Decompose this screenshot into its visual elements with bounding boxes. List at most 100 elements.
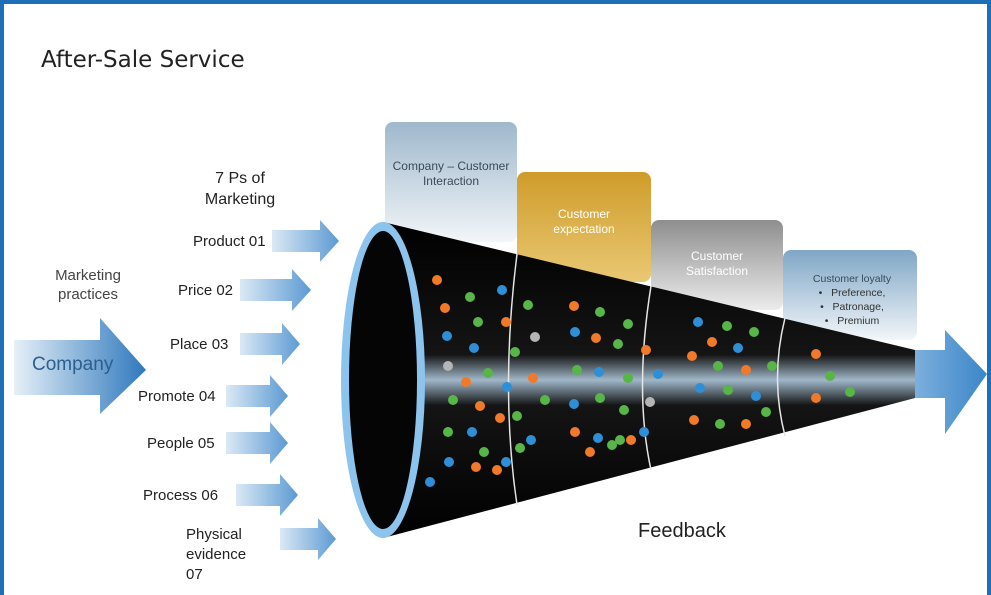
particle-dot <box>713 361 723 371</box>
particle-dot <box>528 373 538 383</box>
particle-dot <box>723 385 733 395</box>
stage-label-satisfaction: Customer Satisfaction <box>685 249 749 278</box>
p-process: Process 06 <box>143 487 219 504</box>
feedback-label: Feedback <box>638 520 726 542</box>
particle-dot <box>593 433 603 443</box>
particle-dot <box>733 343 743 353</box>
particle-dot <box>695 383 705 393</box>
stage-label-loyalty: Customer loyalty <box>812 273 892 285</box>
page-title: After-Sale Service <box>41 47 245 73</box>
particle-dot <box>526 435 536 445</box>
particle-dot <box>467 427 477 437</box>
company-arrow <box>14 318 146 414</box>
p-price: Price 02 <box>178 282 234 299</box>
arrow-icon <box>236 474 298 516</box>
particle-dot <box>443 361 453 371</box>
particle-dot <box>432 275 442 285</box>
arrow-icon <box>240 323 300 365</box>
particle-dot <box>483 368 493 378</box>
particle-dot <box>471 462 481 472</box>
particle-dot <box>465 292 475 302</box>
particle-dot <box>448 395 458 405</box>
loyalty-block: Customer loyalty • Preference, • Patrona… <box>800 272 904 328</box>
company-label: Company <box>32 354 114 375</box>
loyalty-point: • Patronage, <box>820 301 884 313</box>
particle-dot <box>469 343 479 353</box>
particle-dot <box>615 435 625 445</box>
arrow-icon <box>226 422 288 464</box>
particle-dot <box>645 397 655 407</box>
particle-dot <box>825 371 835 381</box>
particle-dot <box>687 351 697 361</box>
particle-dot <box>501 457 511 467</box>
particle-dot <box>523 300 533 310</box>
particle-dot <box>623 319 633 329</box>
particle-dot <box>761 407 771 417</box>
arrow-icon <box>226 375 288 417</box>
particle-dot <box>715 419 725 429</box>
particle-dot <box>540 395 550 405</box>
particle-dot <box>594 367 604 377</box>
particle-dot <box>707 337 717 347</box>
particle-dot <box>570 327 580 337</box>
particle-dot <box>613 339 623 349</box>
arrow-icon <box>272 220 339 262</box>
stage-tab-loyalty <box>783 250 917 340</box>
particle-dot <box>585 447 595 457</box>
particle-dot <box>473 317 483 327</box>
p-place: Place 03 <box>170 336 229 353</box>
particle-dot <box>845 387 855 397</box>
seven-ps-arrows <box>226 220 339 560</box>
particle-dot <box>722 321 732 331</box>
particle-dot <box>569 301 579 311</box>
particle-dots <box>425 275 855 487</box>
particle-dot <box>495 413 505 423</box>
particle-dot <box>492 465 502 475</box>
particle-dot <box>811 349 821 359</box>
loyalty-point: • Preference, <box>818 287 886 299</box>
particle-dot <box>767 361 777 371</box>
particle-dot <box>626 435 636 445</box>
stage-tab-expectation <box>517 172 651 282</box>
particle-dot <box>741 419 751 429</box>
particle-dot <box>693 317 703 327</box>
particle-dot <box>443 427 453 437</box>
funnel-divider <box>641 285 652 471</box>
particle-dot <box>741 365 751 375</box>
particle-dot <box>751 391 761 401</box>
particle-dot <box>510 347 520 357</box>
output-arrow <box>912 330 987 434</box>
particle-dot <box>595 307 605 317</box>
particle-dot <box>591 333 601 343</box>
stage-tab-satisfaction <box>651 220 783 310</box>
funnel-cone <box>383 222 915 538</box>
particle-dot <box>512 411 522 421</box>
particle-dot <box>639 427 649 437</box>
particle-dot <box>475 401 485 411</box>
p-people: People 05 <box>147 435 215 452</box>
particle-dot <box>497 285 507 295</box>
particle-dot <box>619 405 629 415</box>
particle-dot <box>607 440 617 450</box>
particle-dot <box>461 377 471 387</box>
p-promote: Promote 04 <box>138 388 216 405</box>
particle-dot <box>515 443 525 453</box>
funnel-opening <box>349 231 417 529</box>
particle-dot <box>811 393 821 403</box>
particle-dot <box>595 393 605 403</box>
particle-dot <box>569 399 579 409</box>
arrow-icon <box>240 269 311 311</box>
particle-dot <box>623 373 633 383</box>
particle-dot <box>653 369 663 379</box>
stage-tab-interaction <box>385 122 517 242</box>
particle-dot <box>530 332 540 342</box>
marketing-practices-label: Marketing practices <box>55 267 121 303</box>
stage-label-expectation: Customer expectation <box>553 207 615 236</box>
particle-dot <box>425 477 435 487</box>
particle-dot <box>749 327 759 337</box>
particle-dot <box>570 427 580 437</box>
particle-dot <box>444 457 454 467</box>
p-physical-evidence: Physical evidence 07 <box>186 526 247 583</box>
